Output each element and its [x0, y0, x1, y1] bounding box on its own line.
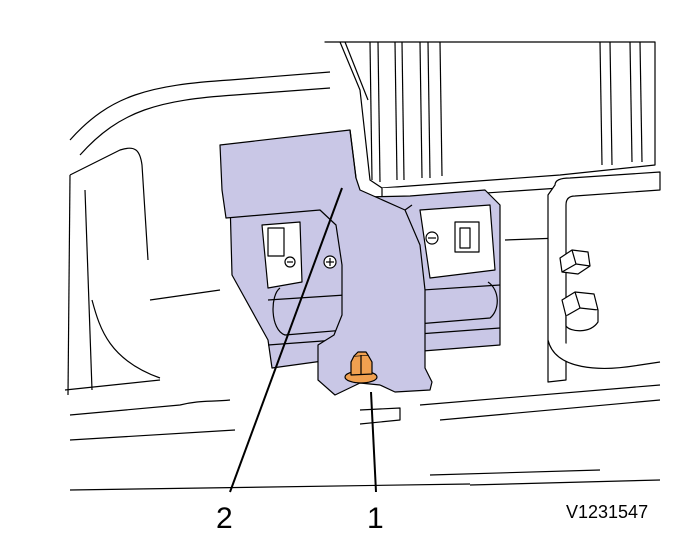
hex-nut-upper: [559, 249, 591, 275]
figure-id: V1231547: [566, 502, 648, 522]
leader-line-2: [229, 187, 343, 493]
terminal-right: [425, 221, 480, 253]
vehicle-frame: [64, 59, 661, 491]
leader-lines: [229, 187, 377, 493]
callout-label-1: 1: [367, 502, 384, 535]
right-mount: [547, 171, 661, 383]
bracket: [219, 129, 433, 396]
callout-label-2: 2: [216, 502, 233, 535]
hex-nut-lower: [561, 291, 599, 332]
terminal-left: [267, 227, 296, 268]
leader-line-1: [370, 391, 377, 493]
flange-bolt: [344, 351, 378, 384]
